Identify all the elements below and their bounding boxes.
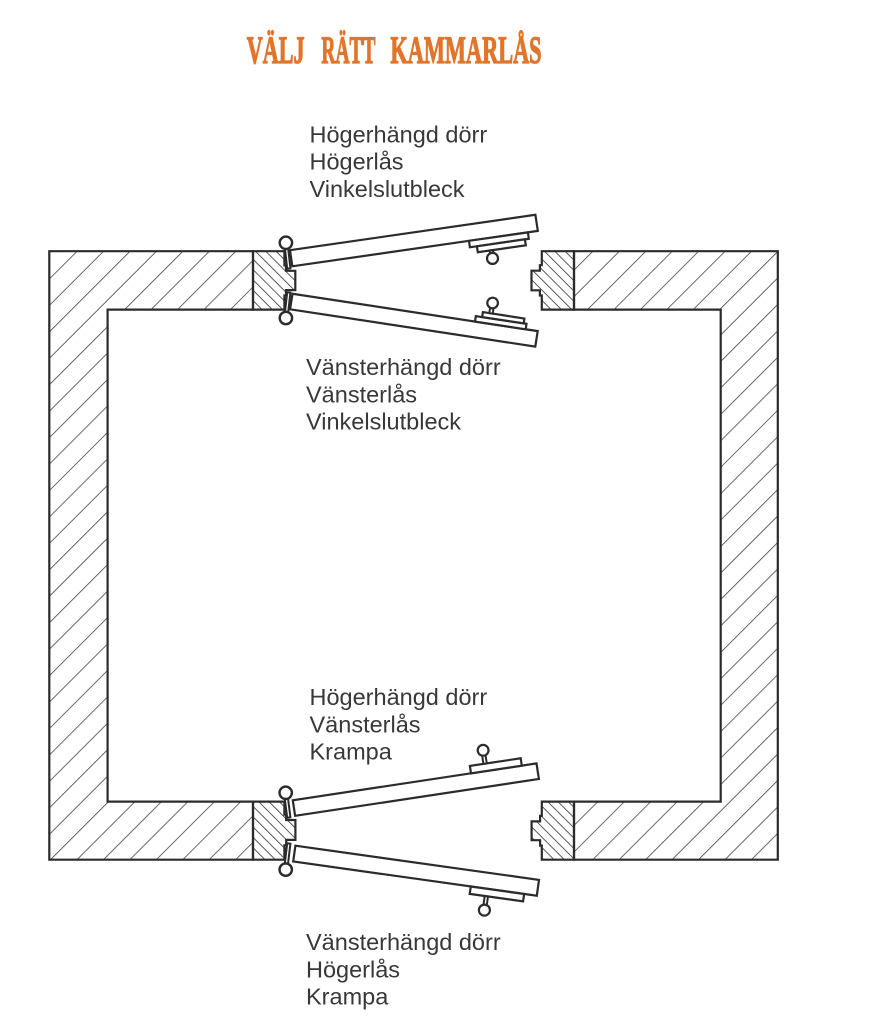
svg-text:Vänsterlås: Vänsterlås <box>306 381 417 407</box>
svg-text:Högerhängd dörr: Högerhängd dörr <box>310 684 488 710</box>
svg-text:VÄLJ: VÄLJ <box>247 29 305 72</box>
svg-text:Vänsterhängd dörr: Vänsterhängd dörr <box>306 354 501 380</box>
svg-text:Krampa: Krampa <box>310 739 393 765</box>
svg-text:Högerlås: Högerlås <box>310 149 404 175</box>
svg-text:Högerlås: Högerlås <box>306 956 400 982</box>
svg-text:Vänsterlås: Vänsterlås <box>310 711 421 737</box>
svg-text:Vinkelslutbleck: Vinkelslutbleck <box>306 409 461 435</box>
svg-text:Vinkelslutbleck: Vinkelslutbleck <box>310 176 465 202</box>
svg-text:Krampa: Krampa <box>306 984 389 1010</box>
svg-text:KAMMARLÅS: KAMMARLÅS <box>390 29 541 72</box>
svg-text:Vänsterhängd dörr: Vänsterhängd dörr <box>306 929 501 955</box>
svg-text:RÄTT: RÄTT <box>321 29 375 72</box>
svg-text:Högerhängd dörr: Högerhängd dörr <box>310 122 488 148</box>
